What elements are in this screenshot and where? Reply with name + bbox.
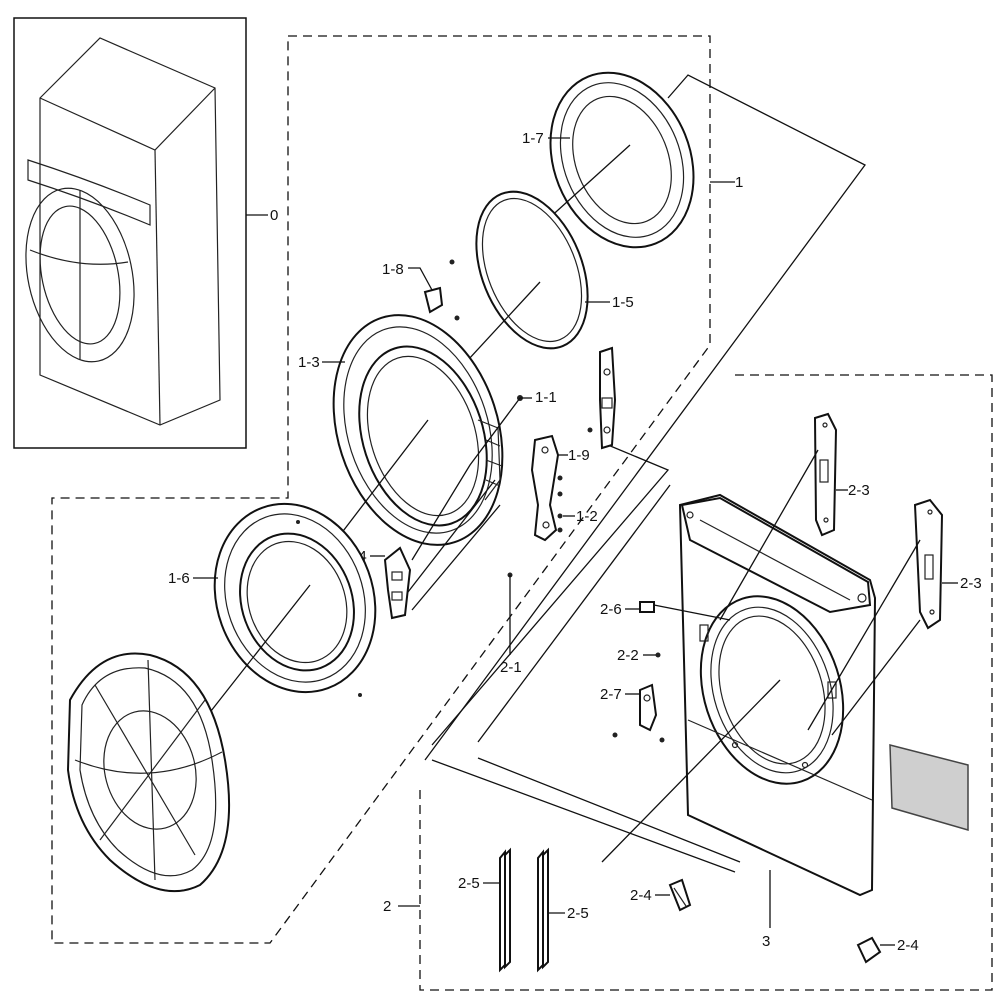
callout-2-3a: 2-3 — [848, 482, 870, 499]
callout-2-7: 2-7 — [600, 686, 622, 703]
part-2-7-latch — [612, 683, 665, 743]
group-boundary-frame — [419, 374, 993, 991]
part-2-3-bracket-upper — [813, 412, 838, 537]
callout-1-7: 1-7 — [522, 130, 544, 147]
callout-2-6: 2-6 — [600, 601, 622, 618]
callout-1-1: 1-1 — [535, 389, 557, 406]
group-boundary-door — [51, 35, 711, 944]
callout-1-6: 1-6 — [168, 570, 190, 587]
callout-2: 2 — [383, 898, 391, 915]
callout-2-1: 2-1 — [500, 659, 522, 676]
callout-2-3b: 2-3 — [960, 575, 982, 592]
hinge-plate — [587, 346, 617, 450]
part-3-front-frame — [678, 493, 877, 897]
callout-1-9: 1-9 — [568, 447, 590, 464]
assembly-outline-1 — [424, 74, 866, 761]
callout-1-5: 1-5 — [612, 294, 634, 311]
part-1-7-glass-ring — [549, 71, 695, 249]
callout-1-3: 1-3 — [298, 354, 320, 371]
part-2-3-bracket-lower — [913, 498, 944, 630]
part-1-4-door-lock — [383, 546, 412, 620]
part-2-5-strip-right — [537, 847, 549, 973]
part-1-9-hinge — [530, 434, 563, 542]
part-1-5-gasket — [475, 190, 589, 350]
frame-plane-outline-c — [477, 757, 741, 863]
callout-2-4a: 2-4 — [630, 887, 652, 904]
callout-2-4b: 2-4 — [897, 937, 919, 954]
part-door-cover — [66, 652, 231, 893]
callout-3: 3 — [762, 933, 770, 950]
callout-2-5a: 2-5 — [458, 875, 480, 892]
part-2-5-strip-left — [499, 847, 511, 973]
callout-1-2: 1-2 — [576, 508, 598, 525]
part-1-8-bracket — [423, 259, 460, 321]
callout-1: 1 — [735, 174, 743, 191]
callout-1-8: 1-8 — [382, 261, 404, 278]
callout-2-2: 2-2 — [617, 647, 639, 664]
part-2-6-connector — [639, 601, 655, 613]
callout-2-5b: 2-5 — [567, 905, 589, 922]
frame-plane-outline-a — [431, 444, 670, 746]
frame-plane-outline-d — [431, 759, 736, 873]
callout-0: 0 — [270, 207, 278, 224]
part-2-4-clip-b — [856, 936, 882, 964]
part-2-4-clip-a — [668, 878, 692, 912]
part-label-plate — [889, 744, 969, 831]
inset-full-unit — [13, 17, 247, 449]
part-1-6-inner-door — [213, 502, 377, 697]
frame-plane-outline-b — [477, 484, 671, 743]
